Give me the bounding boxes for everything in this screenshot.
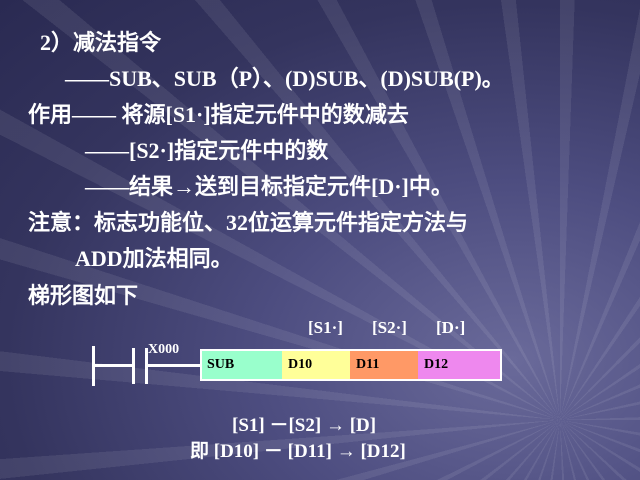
function-line-2: ——[S2·]指定元件中的数 [85, 138, 329, 163]
operand-d10: D10 [282, 350, 350, 380]
equation-general: [S1] －[S2] → [D] [232, 415, 377, 436]
ladder-intro: 梯形图如下 [28, 283, 139, 308]
left-power-rail [92, 346, 95, 386]
function-line-1: 作用—— 将源[S1·]指定元件中的数减去 [28, 102, 409, 127]
contact-bar-left [132, 348, 135, 384]
operand-label-s1: [S1·] [308, 318, 343, 337]
section-heading: 2）减法指令 [40, 30, 162, 55]
contact-bar-right [145, 348, 148, 384]
operand-label-d: [D·] [436, 318, 466, 337]
operand-d11: D11 [350, 350, 418, 380]
note-line-2: ADD加法相同。 [75, 246, 233, 271]
instruction-box [200, 349, 502, 381]
note-line-1: 注意：标志功能位、32位运算元件指定方法与 [28, 210, 469, 235]
operand-label-s2: [S2·] [372, 318, 407, 337]
function-line-3: ——结果→送到目标指定元件[D·]中。 [85, 174, 453, 199]
contact-x000-label: X000 [148, 342, 180, 357]
equation-example: 即 [D10] － [D11] → [D12] [190, 441, 406, 462]
rung-wire-right [148, 364, 200, 367]
instruction-sub: SUB [201, 350, 282, 380]
operand-d12: D12 [418, 350, 501, 380]
instruction-forms: ——SUB、SUB（P）、(D)SUB、(D)SUB(P)。 [65, 66, 504, 91]
rung-wire-left [95, 364, 132, 367]
